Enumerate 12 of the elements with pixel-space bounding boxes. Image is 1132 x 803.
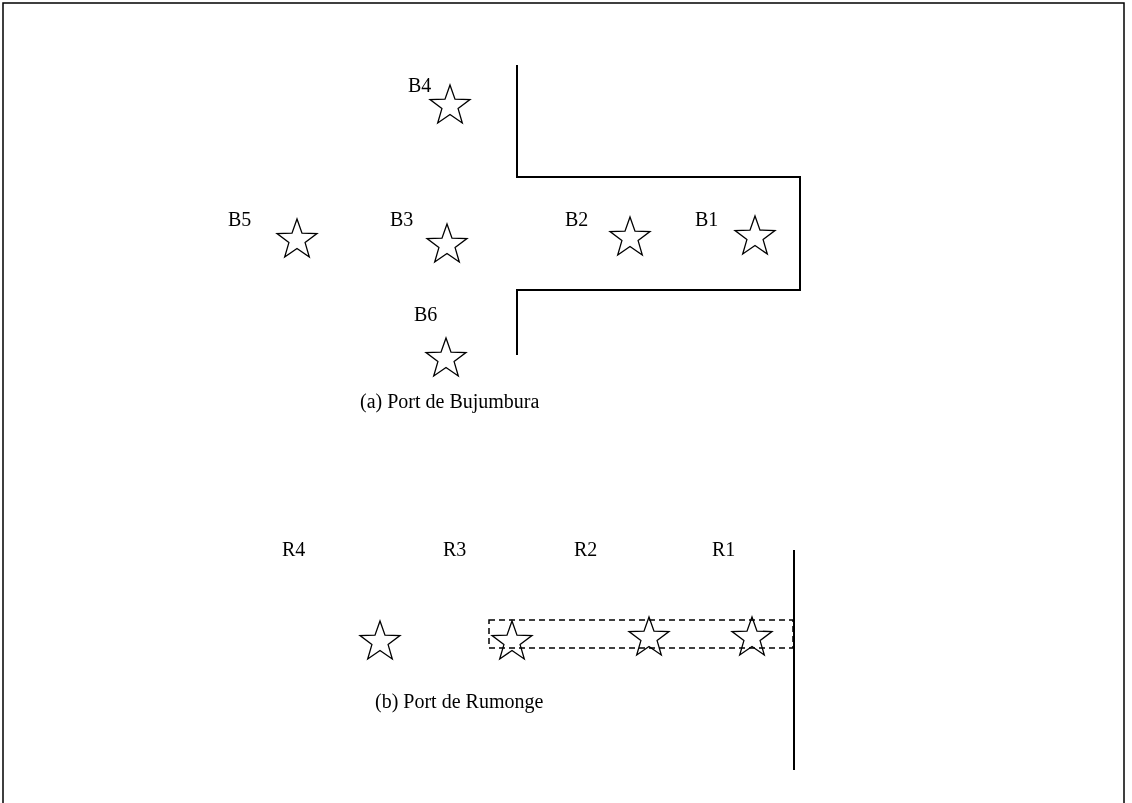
caption: (a) Port de Bujumbura — [360, 390, 540, 412]
station-label: B1 — [695, 208, 719, 230]
station-label: B2 — [565, 208, 589, 230]
station-label: B3 — [390, 208, 414, 230]
station-label: B4 — [408, 74, 432, 96]
station-label: R4 — [282, 538, 306, 560]
station-label: B5 — [228, 208, 252, 230]
caption: (b) Port de Rumonge — [375, 690, 544, 712]
station-label: R2 — [574, 538, 598, 560]
station-label: B6 — [414, 303, 438, 325]
station-label: R3 — [443, 538, 467, 560]
station-label: R1 — [712, 538, 736, 560]
